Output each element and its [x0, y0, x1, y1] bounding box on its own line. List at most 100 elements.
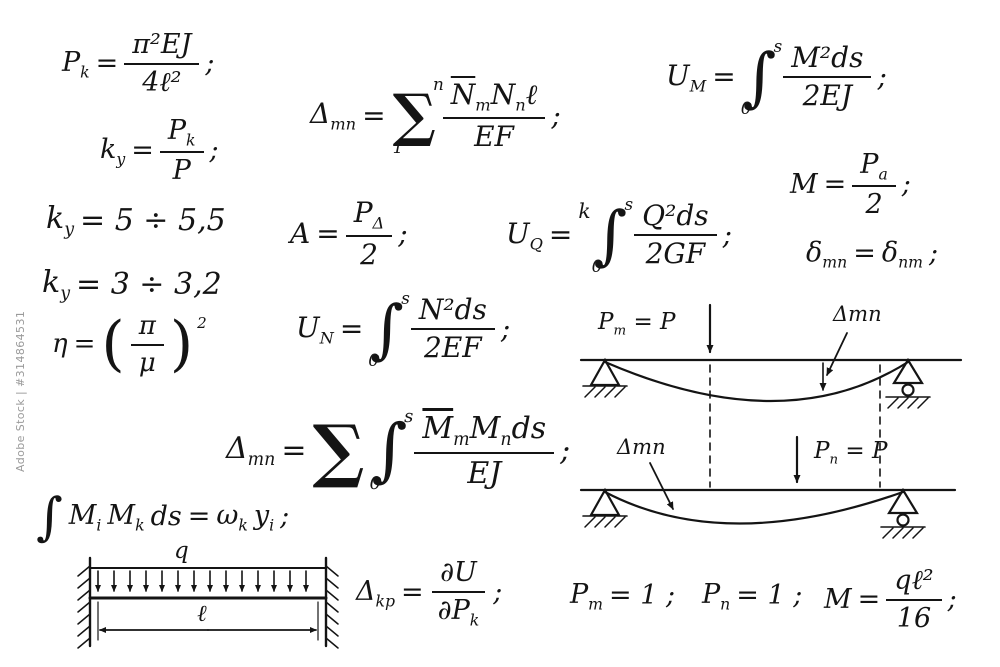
subscript: N: [319, 328, 334, 348]
beam-distributed-load-diagram: [77, 556, 339, 649]
integral-sign: s ∫ 0: [591, 196, 634, 277]
equals-sign: =: [131, 135, 154, 167]
equals-sign: =: [95, 47, 119, 79]
equals-sign: =: [339, 312, 364, 346]
beam1-right-support: [892, 357, 924, 385]
symbol-pn: Pn: [702, 579, 731, 614]
fraction-denominator: P: [172, 155, 191, 187]
fraction-numerator: Pk: [159, 116, 204, 154]
integral-sign: s ∫ 0: [741, 38, 783, 117]
dmn-pointer-arrow-top: [826, 332, 848, 376]
equals-sign: =: [823, 169, 847, 201]
equals-sign: =: [316, 216, 340, 250]
load-label-pn: Pn = P: [814, 438, 888, 468]
value: = 1 ;: [609, 580, 676, 612]
open-paren: (: [101, 308, 125, 379]
fraction: qℓ² 16: [886, 566, 942, 634]
subscript: M: [689, 76, 707, 96]
beam1-left-support: [589, 357, 621, 387]
hatching: [882, 527, 924, 539]
symbol-uq: UQ: [506, 216, 543, 254]
subscript: m: [475, 95, 491, 115]
dmn-pointer-arrow-bottom: [649, 462, 674, 510]
fraction: ∂U ∂Pk: [430, 558, 488, 628]
subscript: n: [720, 594, 731, 614]
distributed-load-arrows: [95, 570, 309, 592]
integral-upper-bound: s: [624, 194, 634, 214]
semicolon: ;: [493, 577, 503, 609]
semicolon: ;: [500, 312, 511, 346]
subscript: Δ: [372, 213, 385, 233]
integral-lower-bound: 0: [369, 473, 381, 495]
equals-sign: =: [73, 329, 96, 360]
symbol-m: M: [790, 169, 818, 201]
equals-sign: =: [857, 583, 881, 615]
differential-ds: ds: [150, 501, 182, 533]
hatching: [325, 565, 339, 649]
subscript: i: [96, 515, 102, 535]
semicolon: ;: [398, 216, 408, 250]
equals-sign: =: [281, 433, 307, 469]
formula-pm-unit: Pm = 1 ;: [570, 580, 675, 612]
symbol-un: UN: [296, 310, 334, 348]
hatching: [584, 516, 626, 528]
symbol-mi: Mi: [68, 500, 102, 535]
subscript: k: [469, 610, 480, 630]
semicolon: ;: [929, 238, 939, 270]
subscript: n: [829, 452, 839, 468]
symbol-delta-kp: Δkp: [356, 575, 396, 611]
formula-ky-range-1: ky = 5 ÷ 5,5: [46, 202, 226, 239]
formula-euler-critical-load: Pk = π²EJ 4ℓ² ;: [62, 30, 215, 97]
fraction-denominator: 16: [896, 602, 932, 634]
semicolon: ;: [901, 169, 911, 201]
load-label-pm: Pm = P: [598, 309, 676, 339]
integral-lower-bound: 0: [591, 256, 603, 277]
integral-upper-bound: s: [773, 36, 783, 56]
fraction: M²ds 2EJ: [783, 42, 872, 113]
subscript: k: [186, 130, 196, 150]
fraction-numerator: Pa: [852, 150, 896, 188]
symbol-a: A: [290, 216, 311, 250]
fraction-numerator: NmNnℓ: [442, 79, 546, 119]
semicolon: ;: [560, 433, 571, 469]
symbol-pm: Pm: [570, 579, 604, 614]
fraction-denominator: μ: [138, 347, 156, 378]
symbol-delta-mn: Δmn: [310, 97, 357, 134]
subscript: mn: [330, 114, 357, 134]
subscript: n: [500, 429, 512, 450]
beam-deflection-diagrams: [579, 303, 963, 539]
symbol-ky: ky: [42, 265, 71, 304]
beam1-deflection-curve: [603, 360, 910, 402]
subscript: k: [238, 515, 248, 535]
fraction-numerator: qℓ²: [886, 566, 942, 601]
beam-diagram-group: [579, 303, 963, 539]
subscript: a: [878, 164, 888, 184]
subscript: kp: [375, 591, 396, 611]
symbol-delta-nm: δnm: [881, 237, 924, 272]
fraction: Q²ds 2GF: [634, 200, 717, 271]
semicolon: ;: [947, 583, 957, 615]
fraction-denominator: 2GF: [645, 237, 706, 271]
integral-glyph: ∫: [36, 487, 63, 547]
fraction-numerator: π: [130, 312, 164, 346]
semicolon: ;: [205, 47, 215, 79]
exponent: 2: [197, 314, 207, 332]
beam3-group: [77, 556, 339, 649]
sigma-glyph: ∑: [312, 409, 365, 491]
roller-circle: [896, 513, 910, 527]
fraction: N²ds 2EF: [410, 294, 495, 365]
formula-strain-energy-moment: UM = s ∫ 0 M²ds 2EJ ;: [666, 38, 887, 117]
summation-sign: n ∑ 1: [392, 76, 444, 158]
semicolon: ;: [209, 135, 219, 167]
formula-ky-range-2: ky = 3 ÷ 3,2: [42, 266, 222, 303]
subscript: m: [588, 594, 604, 614]
equals-sign: =: [548, 218, 573, 252]
symbol-m: M: [824, 583, 852, 615]
formula-moment-ql2: M = qℓ² 16 ;: [824, 566, 957, 633]
fraction-denominator: 2EF: [424, 331, 482, 365]
symbol-ky: ky: [46, 201, 75, 240]
fraction-numerator: PΔ: [345, 197, 393, 237]
sum-lower-bound: 1: [392, 137, 404, 158]
fraction-denominator: EF: [474, 119, 514, 153]
subscript: Q: [529, 234, 543, 254]
